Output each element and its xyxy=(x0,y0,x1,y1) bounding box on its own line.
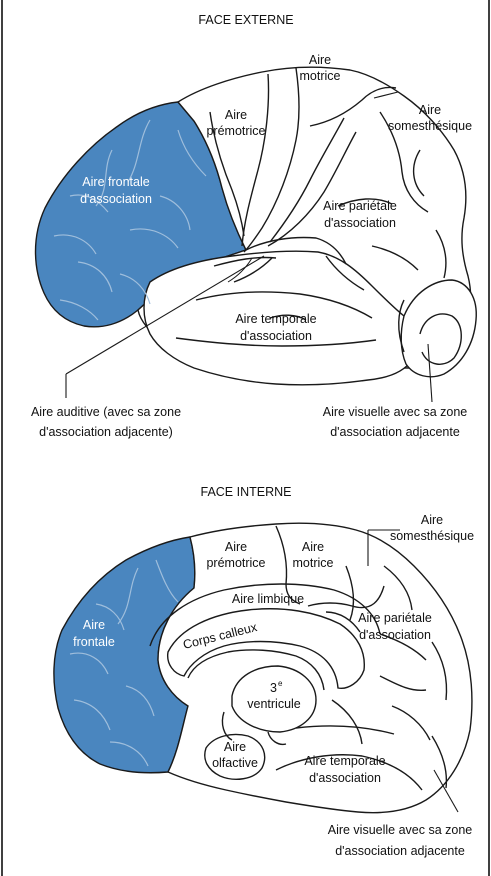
int-motor-l1: Aire xyxy=(302,540,324,554)
ext-frontal-l2: d'association xyxy=(80,192,152,206)
internal-title: FACE INTERNE xyxy=(201,485,292,499)
int-somesthetic-l1: Aire xyxy=(421,513,443,527)
ext-parietal-l1: Aire pariétale xyxy=(323,199,397,213)
ext-auditory-l2: d'association adjacente) xyxy=(39,425,173,439)
ext-temporal-l1: Aire temporale xyxy=(235,312,316,326)
int-premotor-l2: prémotrice xyxy=(206,556,265,570)
int-motor-l2: motrice xyxy=(293,556,334,570)
ext-temporal-l2: d'association xyxy=(240,329,312,343)
int-visual-l1: Aire visuelle avec sa zone xyxy=(328,823,473,837)
ext-motor-l1: Aire xyxy=(309,53,331,67)
int-ventricle-word: ventricule xyxy=(247,697,301,711)
int-visual-l2: d'association adjacente xyxy=(335,844,465,858)
ext-somesthetic-l2: somesthésique xyxy=(388,119,472,133)
int-frontal-l2: frontale xyxy=(73,635,115,649)
int-limbic: Aire limbique xyxy=(232,592,304,606)
ext-somesthetic-l1: Aire xyxy=(419,103,441,117)
int-ventricle-sup: e xyxy=(278,679,283,688)
int-somesthetic-l2: somesthésique xyxy=(390,529,474,543)
int-parietal-l1: Aire pariétale xyxy=(358,611,432,625)
int-premotor-l1: Aire xyxy=(225,540,247,554)
ext-premotor-l2: prémotrice xyxy=(206,124,265,138)
ext-motor-l2: motrice xyxy=(300,69,341,83)
int-temporal-l1: Aire temporale xyxy=(304,754,385,768)
ext-parietal-l2: d'association xyxy=(324,216,396,230)
int-olfactory-l2: olfactive xyxy=(212,756,258,770)
ext-auditory-l1: Aire auditive (avec sa zone xyxy=(31,405,181,419)
int-parietal-l2: d'association xyxy=(359,628,431,642)
ext-frontal-l1: Aire frontale xyxy=(82,175,149,189)
int-olfactory-l1: Aire xyxy=(224,740,246,754)
ext-premotor-l1: Aire xyxy=(225,108,247,122)
external-title: FACE EXTERNE xyxy=(198,13,293,27)
ext-visual-l2: d'association adjacente xyxy=(330,425,460,439)
int-temporal-l2: d'association xyxy=(309,771,381,785)
ext-visual-l1: Aire visuelle avec sa zone xyxy=(323,405,468,419)
int-ventricle-num: 3 xyxy=(270,681,277,695)
int-frontal-l1: Aire xyxy=(83,618,105,632)
